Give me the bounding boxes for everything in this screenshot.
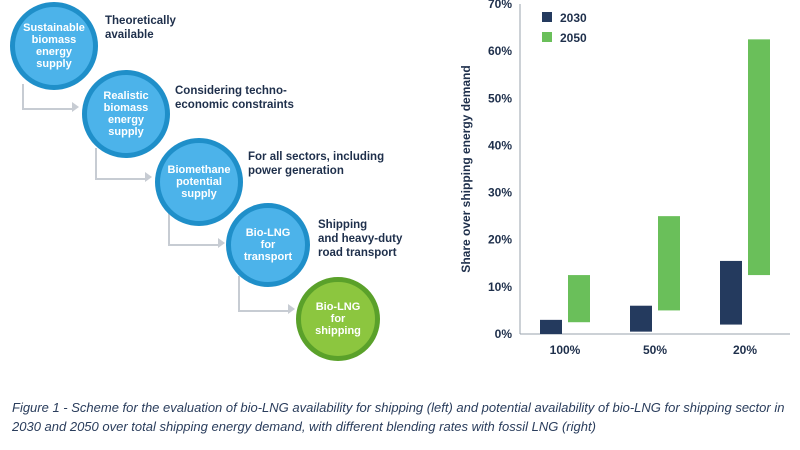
x-tick-label: 50%: [643, 343, 667, 357]
y-tick-label: 20%: [488, 233, 512, 247]
legend-label: 2030: [560, 11, 587, 25]
evaluation-scheme: Sustainable biomass energy supply Realis…: [0, 0, 440, 370]
step-label-2: Realistic biomass energy supply: [103, 90, 149, 138]
step-label-3: Biomethane potential supply: [167, 164, 231, 200]
legend-swatch-2030: [542, 12, 552, 22]
step-circle-sustainable-biomass: Sustainable biomass energy supply: [10, 2, 98, 90]
y-tick-label: 0%: [495, 327, 513, 341]
x-tick-label: 20%: [733, 343, 757, 357]
y-tick-label: 50%: [488, 91, 512, 105]
connector-arrow-3: [218, 238, 225, 248]
bar-2050-0: [568, 275, 590, 323]
connector-4: [238, 276, 290, 312]
y-tick-label: 10%: [488, 280, 512, 294]
y-tick-label: 40%: [488, 138, 512, 152]
step-label-5: Bio-LNG for shipping: [315, 301, 361, 337]
step-circle-bio-lng-shipping: Bio-LNG for shipping: [296, 277, 380, 361]
y-tick-label: 60%: [488, 44, 512, 58]
bio-lng-availability-chart: 0% 10% 20% 30% 40% 50% 60% 70% Share over shippi…: [459, 0, 790, 357]
bar-2030-2: [720, 260, 742, 325]
y-axis-label: Share over shipping energy demand: [459, 65, 473, 272]
bar-2050-2: [748, 39, 770, 276]
step-label-4: Bio-LNG for transport: [243, 227, 293, 263]
connector-3: [168, 210, 220, 246]
step-description-2: Considering techno- economic constraints: [175, 85, 294, 111]
step-circle-bio-lng-transport: Bio-LNG for transport: [226, 203, 310, 287]
step-circle-biomethane: Biomethane potential supply: [155, 138, 243, 226]
connector-arrow-2: [145, 172, 152, 182]
connector-1: [22, 84, 74, 110]
bar-2050-1: [658, 216, 680, 311]
step-description-4: Shipping and heavy-duty road transport: [318, 219, 403, 259]
x-tick-label: 100%: [550, 343, 581, 357]
legend-label: 2050: [560, 31, 587, 45]
connector-arrow-1: [72, 102, 79, 112]
bar-2030-0: [540, 319, 562, 334]
legend-swatch-2050: [542, 32, 552, 42]
bar-2030-1: [630, 305, 652, 332]
connector-2: [95, 148, 147, 180]
step-circle-realistic-biomass: Realistic biomass energy supply: [82, 70, 170, 158]
step-description-1: Theoretically available: [105, 15, 176, 41]
connector-arrow-4: [288, 304, 295, 314]
figure-caption: Figure 1 - Scheme for the evaluation of …: [12, 400, 785, 434]
step-description-3: For all sectors, including power generat…: [248, 151, 385, 177]
y-tick-label: 70%: [488, 0, 512, 11]
step-label-1: Sustainable biomass energy supply: [23, 22, 85, 70]
y-tick-label: 30%: [488, 186, 512, 200]
